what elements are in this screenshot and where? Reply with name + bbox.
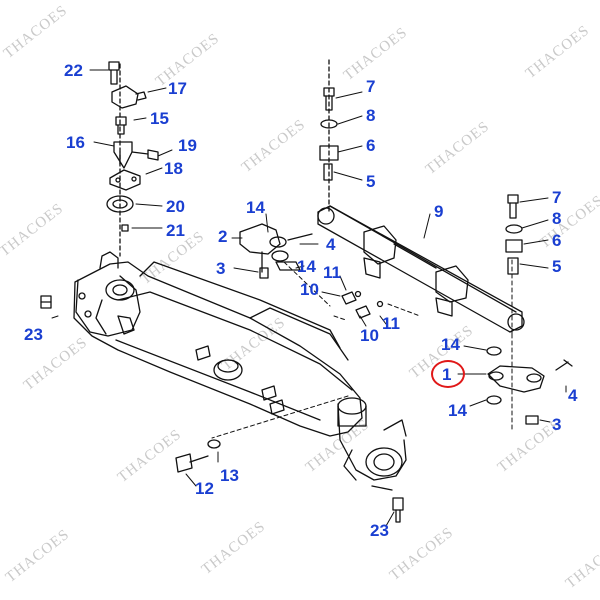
callout-9: 9 [434,202,444,221]
callout-23: 23 [24,325,43,344]
callout-10: 10 [360,326,379,345]
callout-14: 14 [297,257,316,276]
callout-18: 18 [164,159,183,178]
callout-4: 4 [568,386,578,405]
tie-rod-center [319,59,339,213]
callout-13: 13 [220,466,239,485]
callout-22: 22 [64,61,83,80]
tie-rod-9 [317,205,525,333]
callout-3: 3 [216,259,226,278]
callout-6: 6 [552,231,562,250]
callout-14: 14 [246,198,265,217]
callout-5: 5 [552,257,562,276]
left-pivot-mount [75,251,141,337]
callout-15: 15 [150,109,169,128]
callout-10: 10 [300,280,319,299]
callout-8: 8 [366,106,376,125]
callout-7: 7 [366,77,376,96]
right-knuckle-arm-1 [486,346,573,425]
callout-20: 20 [166,197,185,216]
callout-1: 1 [442,365,452,384]
callout-6: 6 [366,136,376,155]
callout-12: 12 [195,479,214,498]
callout-16: 16 [66,133,85,152]
right-bolt-stack [505,194,523,275]
right-spindle [337,397,407,491]
callout-2: 2 [218,227,228,246]
callout-8: 8 [552,209,562,228]
callout-19: 19 [178,136,197,155]
callout-14: 14 [448,401,467,420]
callout-14: 14 [441,335,460,354]
callout-11: 11 [323,263,341,282]
callout-11: 11 [382,314,400,333]
callout-23: 23 [370,521,389,540]
callout-7: 7 [552,188,562,207]
callout-4: 4 [326,235,336,254]
callout-3: 3 [552,415,562,434]
axle-beam [73,261,363,437]
highlight-ring [431,360,465,388]
connection-lines [211,259,513,439]
left-bracket-assembly [106,61,159,257]
callout-17: 17 [168,79,187,98]
callout-5: 5 [366,172,376,191]
callout-21: 21 [166,221,185,240]
leader-lines [51,69,567,527]
small-hardware [40,295,404,523]
left-knuckle-arm [239,223,313,279]
